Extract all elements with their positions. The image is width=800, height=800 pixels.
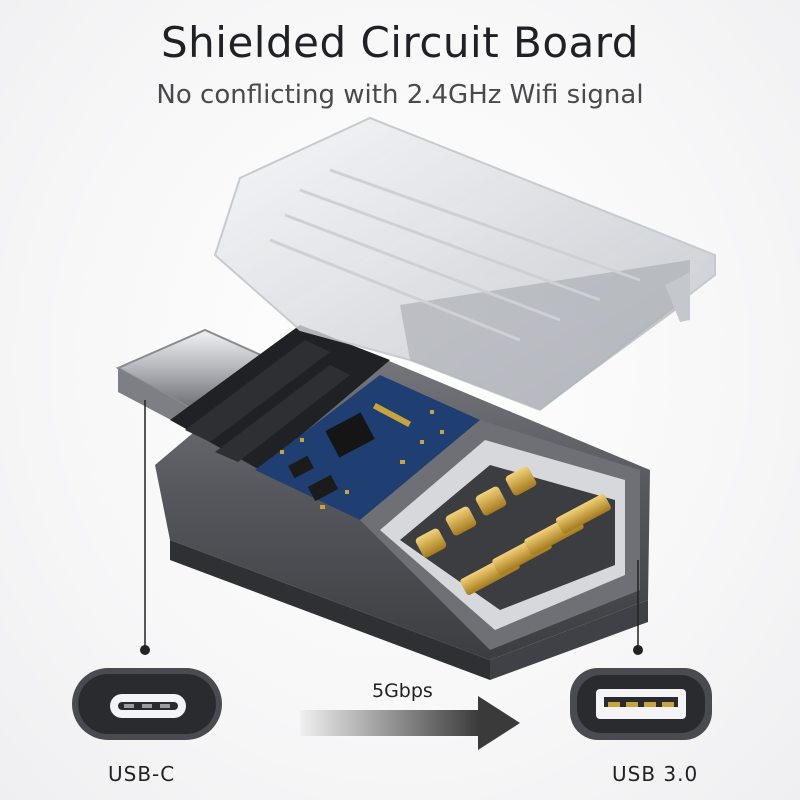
usb-a-port-icon	[570, 668, 712, 740]
usb-3-label: USB 3.0	[612, 762, 699, 786]
arrow-right-icon	[300, 696, 520, 750]
page-subtitle: No conflicting with 2.4GHz Wifi signal	[156, 80, 644, 110]
usb-a-receptacle	[360, 420, 640, 650]
speed-label: 5Gbps	[372, 680, 433, 702]
usb-c-port-icon	[72, 668, 222, 740]
usb-a-gold-pins	[415, 466, 611, 595]
circuit-board	[255, 375, 480, 520]
page-title: Shielded Circuit Board	[161, 18, 639, 67]
transparent-shield-cover	[213, 116, 716, 412]
usb-c-label: USB-C	[108, 762, 176, 786]
